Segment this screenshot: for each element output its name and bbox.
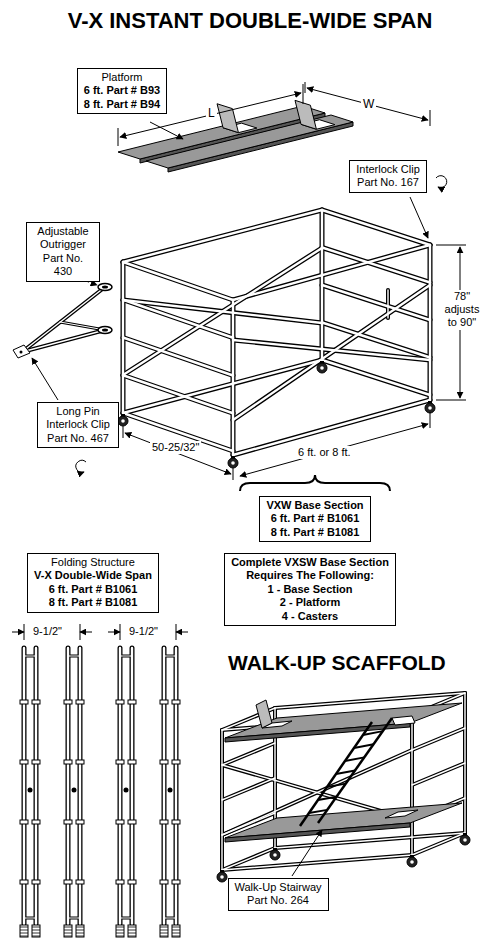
callout-box: VXW Base Section6 ft. Part # B10618 ft. … — [259, 496, 370, 542]
part-label: Folding Structure — [34, 556, 152, 569]
dimension-label: L — [206, 106, 217, 120]
part-label: 8 ft. Part # B94 — [84, 98, 160, 111]
walk-up-stairway — [300, 718, 392, 826]
part-label: Interlock Clip — [356, 163, 420, 176]
callout-box: Complete VXSW Base SectionRequires The F… — [224, 553, 396, 626]
walk-up-platform — [225, 700, 462, 842]
dimension-line — [12, 82, 466, 640]
part-label: Part No. 430 — [33, 252, 93, 279]
part-label: Complete VXSW Base Section — [231, 556, 389, 569]
part-label: 6 ft. Part # B1061 — [266, 512, 363, 525]
dimension-label: 78" adjusts to 90" — [437, 290, 487, 330]
bracket — [240, 475, 390, 491]
part-label: Requires The Following: — [231, 569, 389, 582]
outrigger — [13, 284, 112, 359]
part-label: 6 ft. Part # B1061 — [34, 583, 152, 596]
part-label: Part No. 264 — [235, 894, 322, 907]
dimension-label: W — [361, 97, 376, 111]
callout-box: Long Pin Interlock ClipPart No. 467 — [37, 402, 119, 448]
callout-box: Folding StructureV-X Double-Wide Span6 f… — [27, 553, 159, 613]
callout-box: Interlock ClipPart No. 167 — [349, 160, 427, 193]
part-label: Adjustable Outrigger — [33, 225, 93, 252]
part-label: V-X Double-Wide Span — [34, 569, 152, 582]
part-label: 1 - Base Section — [231, 583, 389, 596]
part-label: 2 - Platform — [231, 596, 389, 609]
part-label: 6 ft. Part # B93 — [84, 84, 160, 97]
part-label: 8 ft. Part # B1081 — [34, 596, 152, 609]
part-label: 8 ft. Part # B1081 — [266, 526, 363, 539]
dimension-label: 6 ft. or 8 ft. — [296, 446, 353, 459]
section-heading: WALK-UP SCAFFOLD — [228, 650, 446, 675]
dimension-label: 50-25/32" — [150, 441, 201, 454]
part-label: VXW Base Section — [266, 499, 363, 512]
part-label: Long Pin Interlock Clip — [44, 405, 112, 432]
part-label: 4 - Casters — [231, 610, 389, 623]
callout-box: Walk-Up StairwayPart No. 264 — [228, 878, 329, 911]
part-label: Part No. 467 — [44, 432, 112, 445]
part-label: Part No. 167 — [356, 176, 420, 189]
dimension-label: 9-1/2" — [129, 625, 158, 638]
hinge-block — [20, 700, 180, 937]
part-label: Platform — [84, 71, 160, 84]
dimension-label: 9-1/2" — [33, 625, 62, 638]
callout-box: Platform6 ft. Part # B938 ft. Part # B94 — [77, 68, 167, 114]
callout-box: Adjustable OutriggerPart No. 430 — [26, 222, 100, 282]
caster — [118, 361, 470, 882]
part-label: Walk-Up Stairway — [235, 881, 322, 894]
page-title: V-X INSTANT DOUBLE-WIDE SPAN — [0, 8, 500, 34]
tube-frame — [22, 210, 465, 924]
